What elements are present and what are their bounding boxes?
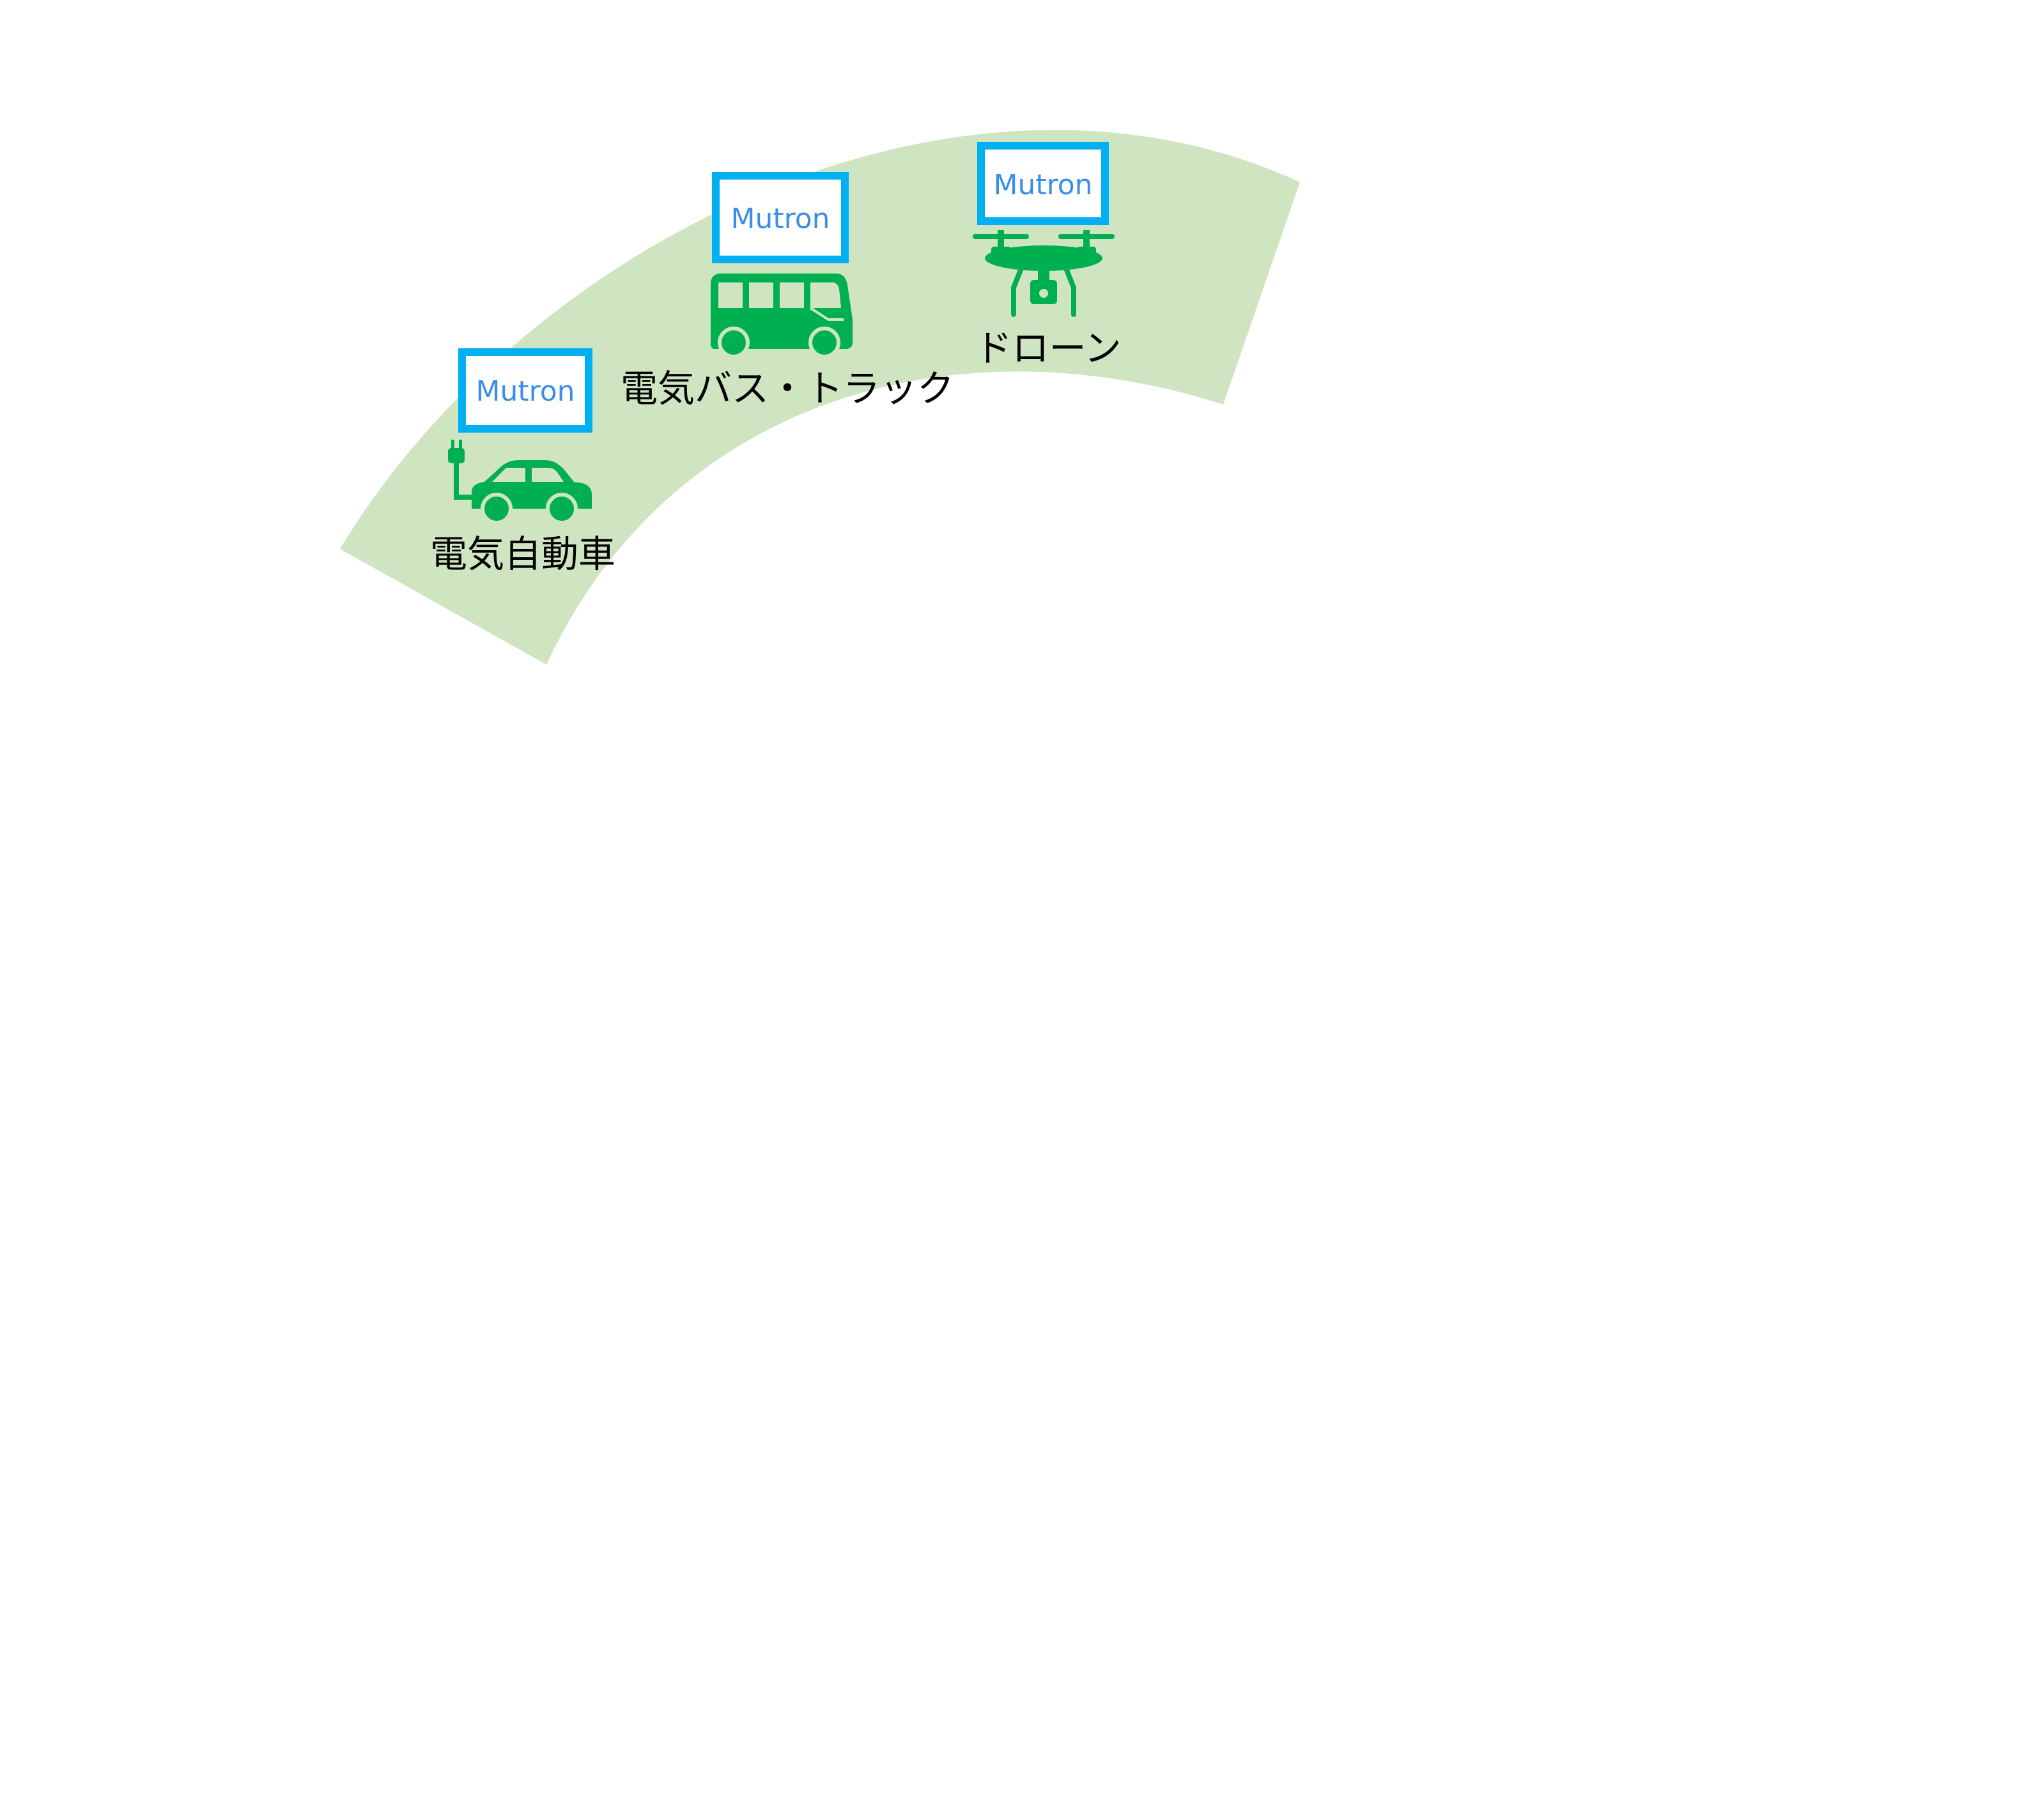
caption-electric-bus: 電気バス・トラック (621, 367, 954, 410)
mutron-label: Mutron (475, 375, 575, 408)
bus-icon (711, 274, 853, 359)
caption-electric-car: 電気自動車 (430, 532, 615, 576)
drone-icon (973, 230, 1115, 317)
mutron-box (712, 172, 849, 263)
mutron-box (458, 348, 592, 433)
item-drone: Mutron ドローン (973, 142, 1122, 370)
ev-car-plug-icon (448, 440, 592, 525)
mutron-box (977, 142, 1109, 225)
mutron-label: Mutron (993, 169, 1092, 201)
item-electric-bus: Mutron 電気バス・トラック (621, 172, 954, 410)
caption-drone: ドローン (975, 327, 1121, 370)
mutron-label: Mutron (730, 203, 830, 235)
item-electric-car: Mutron 電気自動車 (430, 348, 615, 576)
